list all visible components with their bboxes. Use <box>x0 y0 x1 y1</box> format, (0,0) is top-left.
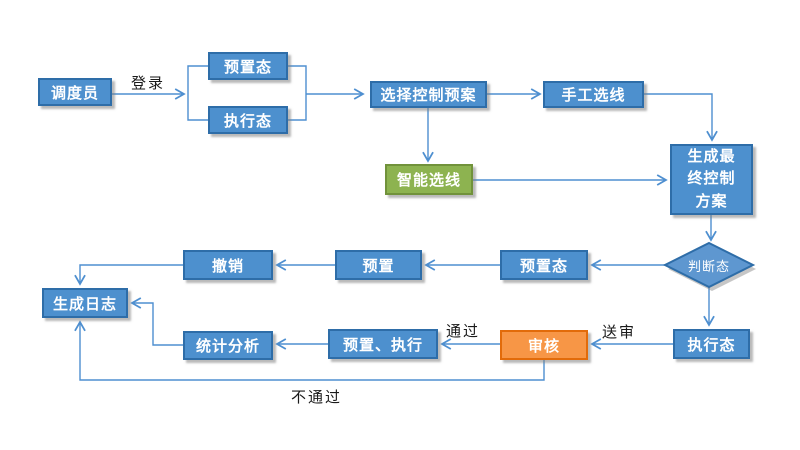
node-judge-state-label: 判断态 <box>687 259 730 275</box>
node-generate-log: 生成日志 <box>42 288 128 318</box>
edge-merge-right <box>288 65 307 121</box>
edge-manual-to-final <box>644 93 718 142</box>
node-preset-exec: 预置、执行 <box>328 329 438 359</box>
edge-stats-to-log <box>130 297 183 346</box>
edge-label-submit-review: 送审 <box>602 323 637 341</box>
node-exec-state-top: 执行态 <box>208 106 288 134</box>
edge-reject-to-log <box>74 320 545 381</box>
node-revoke: 撤销 <box>183 250 273 280</box>
edge-branch-left <box>187 65 208 121</box>
node-preset-state-top: 预置态 <box>208 52 288 80</box>
edge-label-login: 登录 <box>131 74 166 92</box>
node-preset-state-mid: 预置态 <box>500 250 588 280</box>
node-stats-analysis: 统计分析 <box>183 331 273 360</box>
node-smart-line-select: 智能选线 <box>385 164 473 195</box>
edge-label-pass: 通过 <box>446 322 481 340</box>
node-manual-line-select: 手工选线 <box>543 81 644 108</box>
edge-revoke-to-log <box>74 264 183 286</box>
node-exec-state-bottom: 执行态 <box>673 329 750 359</box>
node-review: 审核 <box>500 330 588 360</box>
node-preset: 预置 <box>335 250 422 280</box>
node-generate-final-plan: 生成最终控制方案 <box>670 144 753 215</box>
node-dispatcher: 调度员 <box>38 78 112 106</box>
edge-label-reject: 不通过 <box>291 388 343 406</box>
judge-diamond <box>662 241 756 289</box>
node-select-control-plan: 选择控制预案 <box>370 81 487 108</box>
